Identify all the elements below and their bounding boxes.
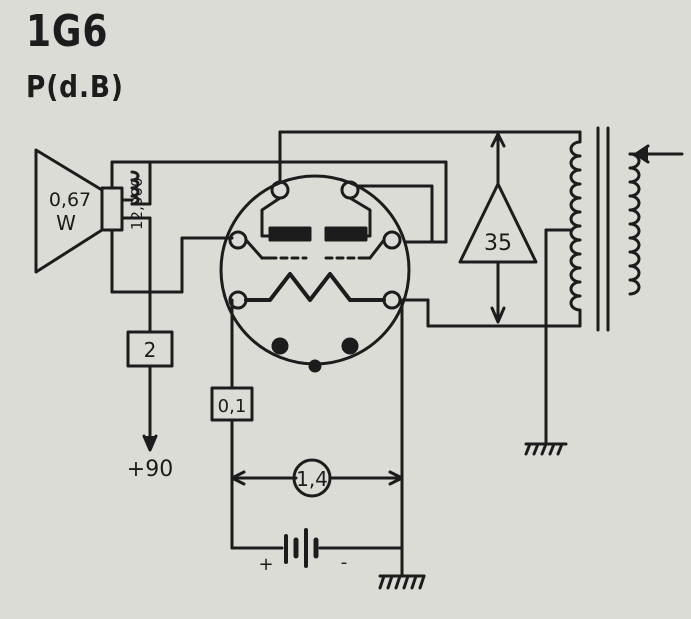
filament-voltage-label: 1,4: [296, 467, 328, 491]
battery-positive-label: +: [258, 554, 273, 575]
speaker-power-label: 0,67: [49, 189, 91, 211]
transformer-secondary-coil: [628, 152, 641, 296]
filament-battery: [230, 528, 404, 568]
ground-symbol-bottom: [378, 574, 426, 590]
tube-envelope: [219, 174, 411, 366]
tube-type-title: 1G6: [26, 6, 109, 57]
transformer-primary-coil: [569, 130, 582, 328]
grid-resistor-label: 0,1: [218, 396, 247, 417]
battery-negative-label: -: [341, 552, 348, 573]
loudspeaker-symbol: [34, 148, 124, 274]
plate-voltage-label: +90: [127, 457, 173, 482]
input-ratio-label: 35: [484, 231, 512, 256]
ground-symbol-right: [524, 442, 568, 456]
speaker-power-unit: W: [56, 211, 76, 235]
output-transformer-ratio: 12,000: [128, 178, 146, 231]
plate-resistor-label: 2: [144, 338, 157, 362]
circuit-subtitle: P(d.B): [26, 70, 124, 105]
output-transformer-coil: [120, 160, 152, 238]
